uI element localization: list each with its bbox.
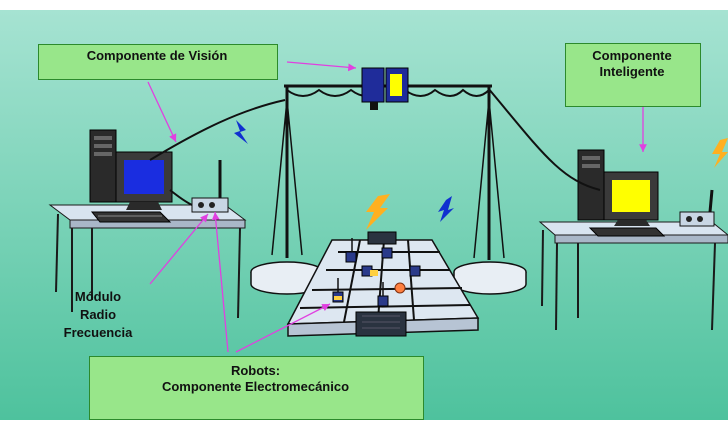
radio-label-line-1: Módulo [74, 289, 122, 304]
lightning-right-icon [712, 138, 728, 168]
soccer-field-icon [286, 231, 480, 337]
wireless-center-icon [438, 196, 454, 222]
radio-label-line-3: Frecuencia [63, 325, 133, 340]
ball-icon [394, 282, 406, 294]
robots-label-box [89, 356, 424, 420]
intelligent-label-box [565, 43, 701, 107]
radio-module-icon [169, 160, 229, 213]
robots-label: Robots: Componente Electromecánico [89, 363, 422, 395]
robots-label-line-1: Robots: [230, 363, 281, 378]
intelligent-label-line-2: Inteligente [599, 64, 665, 79]
pointer-arrows [147, 61, 647, 353]
vision-label-box [38, 44, 278, 80]
computer-right-icon [487, 87, 728, 331]
lightning-center-icon [366, 194, 390, 230]
robot-icon [332, 238, 421, 307]
camera-gantry [250, 84, 527, 295]
vision-label: Componente de Visión [38, 48, 276, 64]
vision-label-text: Componente de Visión [86, 48, 228, 63]
camera-icon [361, 67, 409, 110]
radio-label-line-2: Radio [79, 307, 117, 322]
computer-left-icon [48, 99, 286, 319]
intelligent-label: Componente Inteligente [565, 48, 699, 80]
robots-label-line-2: Componente Electromecánico [161, 379, 350, 394]
radio-module-label: Módulo Radio Frecuencia [38, 288, 158, 342]
intelligent-label-line-1: Componente [592, 48, 672, 63]
